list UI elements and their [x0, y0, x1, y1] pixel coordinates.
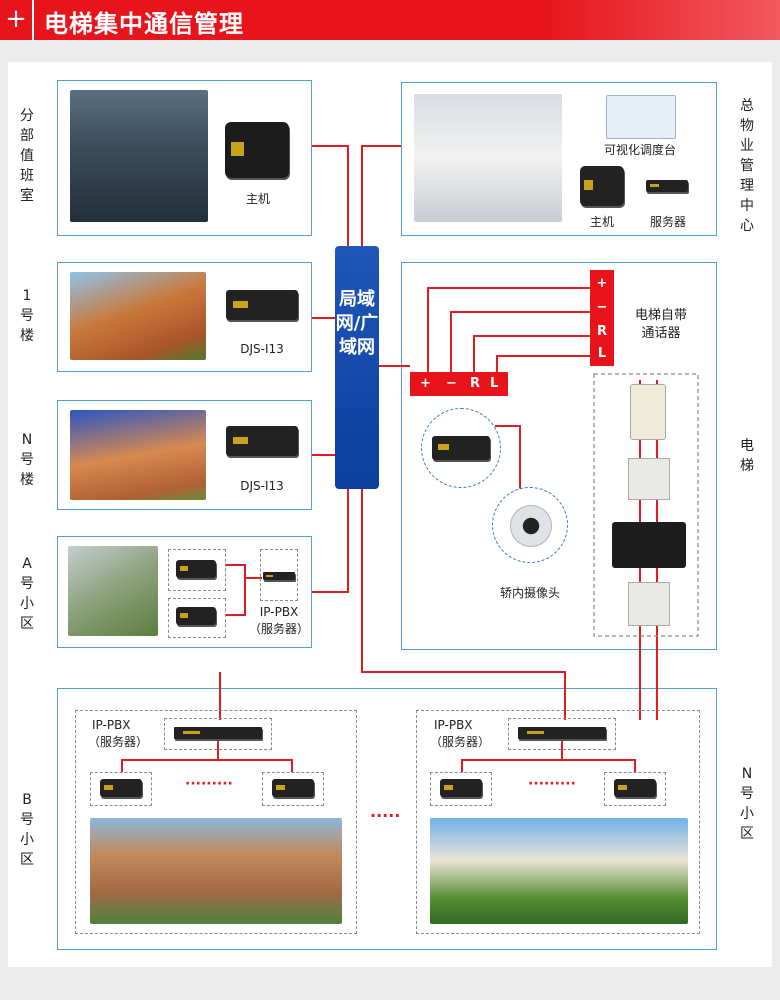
host-label: 主机 — [245, 192, 270, 206]
label-building-n: N号楼 — [20, 432, 34, 488]
strip-l: L — [490, 376, 499, 391]
label-building-1: 1号楼 — [20, 288, 34, 344]
label-zone-a: A号小区 — [20, 556, 34, 632]
building-n-photo — [70, 410, 206, 500]
zone-b-ippbx-label: IP-PBX — [92, 718, 131, 732]
intercom-speaker-1-icon — [628, 458, 670, 500]
strip-r: R — [470, 376, 481, 391]
page-title: 电梯集中通信管理 — [44, 10, 244, 38]
zone-a-ippbx-sublabel: （服务器） — [248, 622, 309, 636]
strip-minus: − — [446, 376, 457, 391]
terminal-minus: − — [596, 300, 608, 315]
zone-b-dots: ········· — [185, 776, 233, 792]
control-room-photo — [70, 90, 208, 222]
djs-device-n-icon — [226, 426, 298, 456]
zone-a-ippbx-icon — [263, 572, 295, 580]
intercom-unit-top-icon — [630, 384, 666, 440]
zone-n-ippbx-icon — [518, 727, 606, 739]
header-bar: + 电梯集中通信管理 — [0, 0, 780, 40]
zone-n-device-2-icon — [614, 779, 656, 797]
label-zone-n: N号小区 — [740, 766, 754, 842]
terminal-strip: + − R L — [410, 372, 508, 396]
server-icon — [646, 180, 688, 192]
zone-n-ippbx-sublabel: （服务器） — [430, 735, 491, 749]
elevator-intercom-terminals: + − R L — [590, 270, 614, 366]
plus-icon[interactable]: + — [0, 0, 34, 40]
zone-a-device-2-icon — [176, 607, 216, 625]
zone-a-device-frame-2 — [168, 598, 226, 638]
zone-b-device-frame-2 — [262, 772, 324, 806]
label-elevator: 电梯 — [740, 438, 754, 474]
label-branch-duty-room: 分部值班室 — [20, 108, 34, 204]
zone-b-ippbx-icon — [174, 727, 262, 739]
in-car-camera-label: 轿内摄像头 — [499, 586, 560, 600]
zone-a-ippbx-label: IP-PBX — [259, 605, 299, 619]
zone-n-dots: ········· — [528, 776, 576, 792]
elevator-intercom-label: 电梯自带 — [634, 308, 687, 323]
between-zones-dots: ····· — [370, 806, 401, 825]
strip-plus: + — [420, 376, 431, 391]
dispatch-screen-icon — [606, 95, 676, 139]
zone-a-device-1-icon — [176, 560, 216, 578]
zone-a-server-frame — [260, 549, 298, 601]
building-1-photo — [70, 272, 206, 360]
elevator-djs-icon — [432, 436, 490, 460]
label-hq-center: 总物业管理中心 — [740, 98, 754, 234]
host-phone-icon — [225, 122, 289, 178]
djs-device-1-icon — [226, 290, 298, 320]
zone-a-photo — [68, 546, 158, 636]
intercom-control-box-icon — [612, 522, 686, 568]
hq-host-label: 主机 — [589, 215, 614, 229]
zone-b-device-2-icon — [272, 779, 314, 797]
elevator-intercom-sublabel: 通话器 — [641, 326, 681, 341]
zone-b-ippbx-sublabel: （服务器） — [88, 735, 149, 749]
zone-b-device-1-icon — [100, 779, 142, 797]
terminal-plus: + — [596, 276, 608, 291]
zone-b-device-frame-1 — [90, 772, 152, 806]
zone-b-photo — [90, 818, 342, 924]
zone-a-device-frame-1 — [168, 549, 226, 591]
djs-n-label: DJS-I13 — [240, 479, 284, 493]
zone-b-server-frame — [164, 718, 272, 750]
zone-b-frame — [75, 710, 357, 934]
office-photo — [414, 94, 562, 222]
dispatch-console-label: 可视化调度台 — [603, 143, 676, 157]
zone-n-device-1-icon — [440, 779, 482, 797]
terminal-l: L — [597, 346, 607, 361]
server-label: 服务器 — [649, 215, 686, 229]
intercom-speaker-2-icon — [628, 582, 670, 626]
zone-n-photo — [430, 818, 688, 924]
djs-1-label: DJS-I13 — [240, 342, 284, 356]
zone-n-ippbx-label: IP-PBX — [434, 718, 473, 732]
hq-host-phone-icon — [580, 166, 624, 206]
zone-n-device-frame-1 — [430, 772, 492, 806]
zone-n-device-frame-2 — [604, 772, 666, 806]
terminal-r: R — [596, 324, 607, 339]
zone-n-server-frame — [508, 718, 616, 750]
camera-icon — [510, 505, 552, 547]
lan-wan-bar: 局域网/广域网 — [335, 246, 379, 489]
zone-n-frame — [416, 710, 700, 934]
label-zone-b: B号小区 — [20, 792, 34, 868]
